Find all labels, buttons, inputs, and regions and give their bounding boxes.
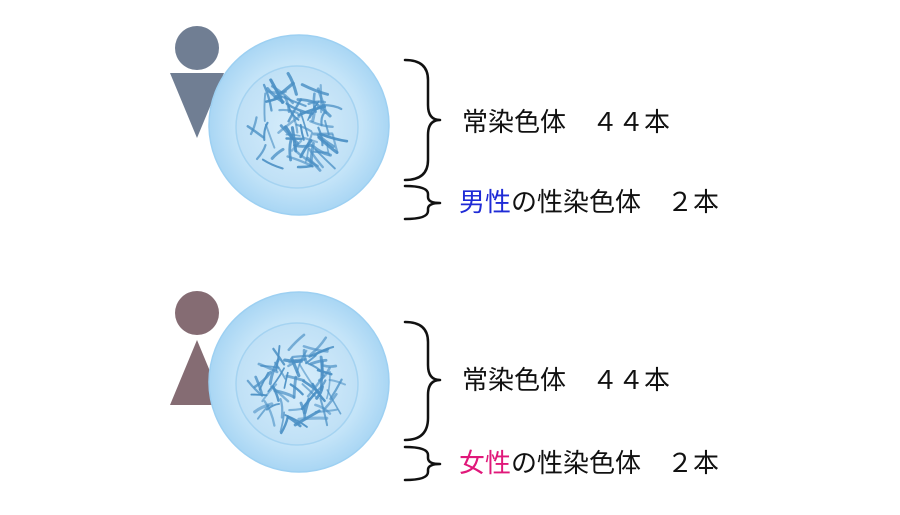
chromosome [302, 136, 319, 144]
chromosome [298, 363, 316, 389]
chromosome [263, 121, 269, 141]
chromosome [300, 389, 319, 410]
female-highlight-text: 女性 [459, 449, 512, 479]
chromosome [331, 133, 339, 154]
chromosome [321, 364, 338, 368]
chromosome [315, 385, 324, 400]
chromosome [308, 348, 330, 358]
chromosome [262, 83, 273, 112]
chromosome [293, 409, 321, 427]
chromosome [320, 111, 326, 127]
chromosome [246, 125, 265, 139]
chromosome [308, 148, 324, 169]
male-person-icon [170, 26, 224, 138]
chromosome [275, 345, 281, 372]
chromosome [290, 126, 298, 153]
chromosome-cluster [246, 71, 349, 172]
autosome-bracket [403, 58, 442, 182]
chromosome [255, 144, 267, 161]
chromosome [277, 115, 301, 134]
cell-nucleus [235, 322, 359, 446]
chromosome [297, 416, 329, 421]
chromosome-cluster [246, 333, 346, 435]
chromosome [271, 385, 280, 402]
sex-chromosome-bracket [403, 184, 442, 221]
male-group [170, 26, 442, 221]
chromosome [261, 158, 284, 170]
chromosome [302, 348, 308, 364]
chromosome [273, 81, 295, 100]
chromosome [287, 357, 307, 368]
chromosome [283, 371, 289, 389]
male-highlight-text: 男性 [459, 188, 512, 218]
autosome-bracket [403, 320, 442, 442]
chromosome [314, 403, 332, 415]
chromosome [253, 370, 272, 389]
chromosome [300, 83, 330, 96]
chromosome [301, 383, 317, 398]
chromosome [328, 379, 346, 386]
chromosome [324, 119, 330, 136]
chromosome [288, 138, 293, 162]
chromosome [269, 78, 285, 104]
chromosome [287, 98, 303, 123]
sex-chromosome-bracket [403, 445, 442, 482]
chromosome [322, 103, 343, 111]
female-cell [208, 291, 390, 473]
chromosome [309, 336, 328, 356]
chromosome [278, 108, 299, 115]
chromosome [326, 389, 342, 415]
chromosome [254, 375, 264, 397]
chromosome [270, 147, 285, 160]
chromosome [312, 150, 329, 154]
male-autosome-label: 常染色体 ４４本 [462, 108, 671, 138]
chromosome [263, 92, 267, 122]
chromosome [261, 383, 278, 403]
chromosome [306, 374, 326, 398]
chromosome [274, 361, 287, 380]
chromosome [316, 133, 335, 149]
chromosome [319, 355, 325, 377]
chromosome [250, 393, 268, 397]
chromosome [280, 415, 290, 435]
chromosome [267, 367, 285, 393]
chromosome [316, 368, 333, 376]
chromosome [265, 402, 281, 411]
female-group [170, 291, 442, 482]
chromosome [323, 392, 338, 411]
chromosome [263, 400, 276, 427]
chromosome [253, 402, 274, 414]
sex-chromosome-text: の性染色体 ２本 [511, 449, 720, 479]
chromosome [294, 149, 319, 168]
chromosome [289, 383, 304, 396]
chromosome [257, 362, 279, 374]
chromosome [286, 415, 302, 428]
chromosome [295, 123, 313, 133]
chromosome [309, 358, 328, 366]
chromosome [296, 98, 319, 105]
male-sex-chromosome-label: 男性の性染色体 ２本 [459, 190, 719, 216]
sex-chromosome-text: の性染色体 ２本 [511, 188, 720, 218]
chromosome [249, 116, 258, 136]
chromosome [297, 105, 326, 117]
chromosome [279, 397, 284, 419]
chromosome [279, 411, 286, 433]
female-autosome-label: 常染色体 ４４本 [462, 366, 671, 396]
chromosome [293, 143, 313, 148]
chromosome [287, 333, 306, 352]
chromosome [315, 103, 332, 118]
chromosome [282, 96, 307, 108]
female-sex-chromosome-label: 女性の性染色体 ２本 [459, 451, 719, 477]
male-cell [208, 34, 390, 216]
